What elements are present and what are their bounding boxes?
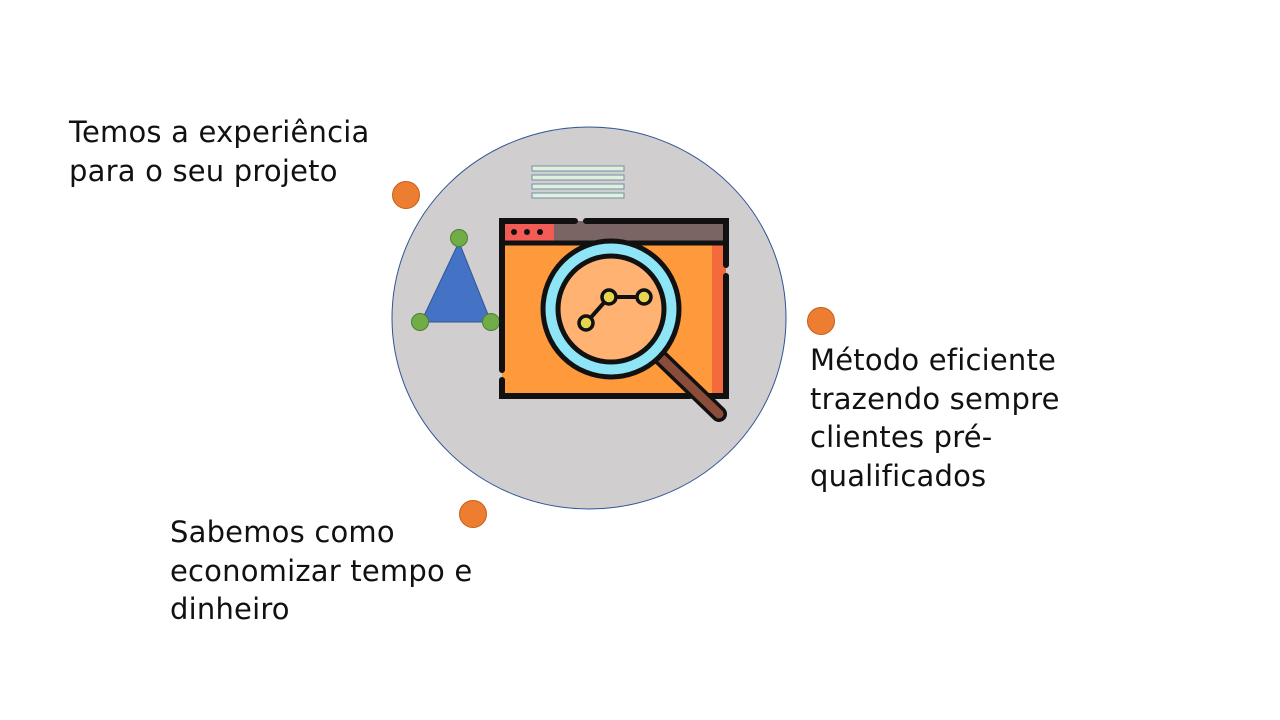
caption-experience: Temos a experiência para o seu projeto (69, 115, 370, 188)
triangle-network-icon (411, 229, 500, 331)
caption-method: Método eficiente trazendo sempre cliente… (810, 343, 1060, 493)
bullet-dot-savings (459, 500, 487, 528)
caption-savings: Sabemos como economizar tempo e dinheiro (170, 515, 473, 626)
text-lines-icon (531, 165, 625, 199)
bullet-dot-experience (392, 181, 420, 209)
magnifying-glass-chart-icon (540, 238, 727, 422)
bullet-dot-method (807, 307, 835, 335)
